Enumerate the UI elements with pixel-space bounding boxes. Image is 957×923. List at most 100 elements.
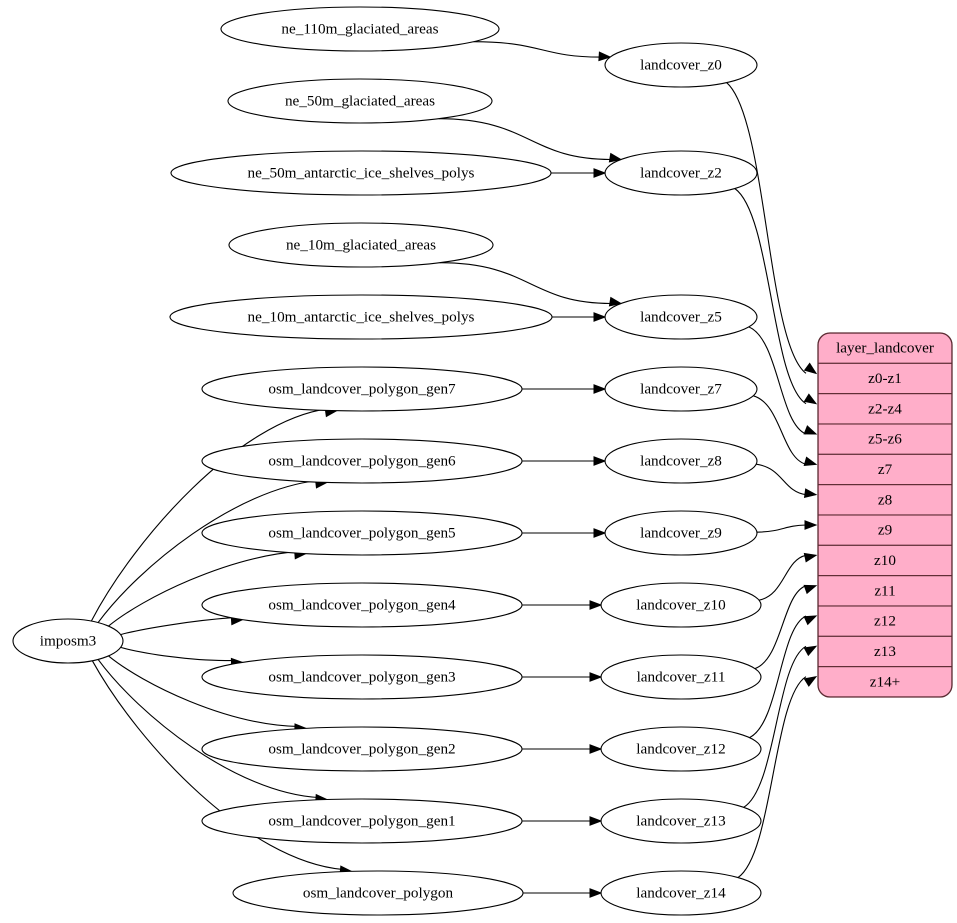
record-row-z14+[interactable]: [818, 666, 952, 697]
record-row-z11[interactable]: [818, 575, 952, 607]
record-row-z5-z6[interactable]: [818, 423, 952, 455]
record-row-z12[interactable]: [818, 605, 952, 637]
node-osm_landcover_polygon_gen3[interactable]: osm_landcover_polygon_gen3: [201, 654, 523, 700]
node-shape: [201, 654, 523, 700]
edge-arrowhead: [593, 312, 607, 322]
node-landcover_z9[interactable]: landcover_z9: [604, 510, 758, 556]
edge-landcover_z9-to-layer_landcover-z9: [756, 520, 818, 533]
edge-landcover_z5-to-layer_landcover-z5-z6: [748, 326, 818, 435]
node-ne_10m_glaciated_areas[interactable]: ne_10m_glaciated_areas: [228, 222, 494, 268]
record-row-z0-z1[interactable]: [818, 362, 952, 395]
node-osm_landcover_polygon_gen6[interactable]: osm_landcover_polygon_gen6: [201, 438, 523, 484]
edge-line: [753, 395, 807, 465]
edge-line: [439, 262, 612, 305]
node-shape: [201, 438, 523, 484]
node-label: landcover_z2: [640, 164, 722, 181]
node-label: ne_10m_antarctic_ice_shelves_polys: [248, 308, 475, 325]
edge-arrowhead: [803, 425, 818, 435]
node-osm_landcover_polygon_gen2[interactable]: osm_landcover_polygon_gen2: [201, 726, 523, 772]
edge-line: [120, 617, 234, 636]
edge-line: [756, 463, 807, 496]
edge-line: [734, 188, 807, 405]
record-row-label: z8: [878, 491, 893, 508]
edge-osm_landcover_polygon_gen1-to-landcover_z13: [522, 816, 603, 826]
node-landcover_z13[interactable]: landcover_z13: [600, 798, 762, 844]
node-label: ne_110m_glaciated_areas: [281, 20, 438, 37]
edge-ne_10m_antarctic_ice_shelves_polys-to-landcover_z5: [552, 312, 607, 322]
node-osm_landcover_polygon_gen1[interactable]: osm_landcover_polygon_gen1: [201, 798, 523, 844]
edge-osm_landcover_polygon_gen3-to-landcover_z11: [522, 672, 603, 682]
edge-line: [97, 659, 318, 799]
node-landcover_z10[interactable]: landcover_z10: [600, 582, 762, 628]
node-landcover_z2[interactable]: landcover_z2: [604, 150, 758, 196]
edge-line: [754, 585, 807, 670]
node-landcover_z8[interactable]: landcover_z8: [604, 438, 758, 484]
edge-arrowhead: [608, 152, 623, 163]
node-ne_50m_glaciated_areas[interactable]: ne_50m_glaciated_areas: [227, 78, 493, 124]
edge-osm_landcover_polygon_gen6-to-landcover_z8: [522, 456, 607, 466]
node-shape: [201, 726, 523, 772]
node-ne_110m_glaciated_areas[interactable]: ne_110m_glaciated_areas: [220, 6, 500, 52]
edge-osm_landcover_polygon_gen4-to-landcover_z10: [522, 600, 603, 610]
node-layer: imposm3 ne_110m_glaciated_areas ne_50m_gla…: [12, 6, 762, 916]
edge-arrowhead: [598, 51, 612, 62]
node-osm_landcover_polygon[interactable]: osm_landcover_polygon: [232, 870, 524, 916]
node-label: imposm3: [40, 632, 97, 649]
edge-arrowhead: [803, 552, 818, 563]
edge-line: [726, 82, 807, 374]
node-landcover_z11[interactable]: landcover_z11: [600, 654, 762, 700]
edge-line: [737, 676, 807, 879]
node-label: landcover_z7: [640, 380, 722, 397]
node-landcover_z12[interactable]: landcover_z12: [600, 726, 762, 772]
node-imposm3[interactable]: imposm3: [12, 618, 124, 664]
edge-line: [91, 660, 343, 870]
edge-line: [108, 551, 297, 627]
node-label: osm_landcover_polygon_gen7: [268, 380, 456, 397]
record-row-z2-z4[interactable]: [818, 393, 952, 425]
record-row-z10[interactable]: [818, 544, 952, 577]
edge-arrowhead: [803, 675, 818, 687]
node-landcover_z7[interactable]: landcover_z7: [604, 366, 758, 412]
edge-arrowhead: [803, 584, 818, 595]
node-ne_10m_antarctic_ice_shelves_polys[interactable]: ne_10m_antarctic_ice_shelves_polys: [169, 294, 553, 340]
edge-arrowhead: [589, 600, 603, 610]
edge-line: [90, 408, 328, 622]
record-node-layer-landcover[interactable]: layer_landcoverz0-z1z2-z4z5-z6z7z8z9z10z…: [817, 332, 953, 698]
node-shape: [228, 222, 494, 268]
node-shape: [201, 510, 523, 556]
node-shape: [604, 438, 758, 484]
node-osm_landcover_polygon_gen5[interactable]: osm_landcover_polygon_gen5: [201, 510, 523, 556]
node-osm_landcover_polygon_gen4[interactable]: osm_landcover_polygon_gen4: [201, 582, 523, 628]
edge-ne_50m_antarctic_ice_shelves_polys-to-landcover_z2: [551, 168, 607, 178]
node-shape: [600, 726, 762, 772]
node-label: landcover_z12: [636, 740, 725, 757]
edge-arrowhead: [803, 615, 818, 626]
node-landcover_z14[interactable]: landcover_z14: [600, 870, 762, 916]
edge-line: [108, 655, 297, 727]
edge-imposm3-to-osm_landcover_polygon_gen3: [120, 646, 244, 668]
node-shape: [604, 510, 758, 556]
record-row-label: z7: [878, 461, 893, 478]
node-label: osm_landcover_polygon_gen6: [268, 452, 456, 469]
edge-arrowhead: [804, 520, 818, 530]
node-ne_50m_antarctic_ice_shelves_polys[interactable]: ne_50m_antarctic_ice_shelves_polys: [170, 150, 552, 196]
record-row-label: z10: [874, 552, 896, 569]
node-landcover_z0[interactable]: landcover_z0: [604, 42, 758, 88]
edge-arrowhead: [589, 888, 603, 898]
node-label: ne_10m_glaciated_areas: [286, 236, 436, 253]
edge-landcover_z10-to-layer_landcover-z10: [758, 552, 818, 601]
node-label: landcover_z5: [640, 308, 722, 325]
record-row-label: z2-z4: [868, 400, 902, 417]
node-shape: [220, 6, 500, 52]
node-landcover_z5[interactable]: landcover_z5: [604, 294, 758, 340]
edge-line: [743, 645, 807, 808]
record-row-label: z0-z1: [868, 370, 902, 387]
node-shape: [604, 294, 758, 340]
edge-landcover_z11-to-layer_landcover-z11: [754, 584, 818, 670]
edge-osm_landcover_polygon_gen7-to-landcover_z7: [522, 384, 607, 394]
node-shape: [600, 798, 762, 844]
node-osm_landcover_polygon_gen7[interactable]: osm_landcover_polygon_gen7: [201, 366, 523, 412]
record-row-label: z11: [874, 582, 895, 599]
node-label: landcover_z8: [640, 452, 722, 469]
